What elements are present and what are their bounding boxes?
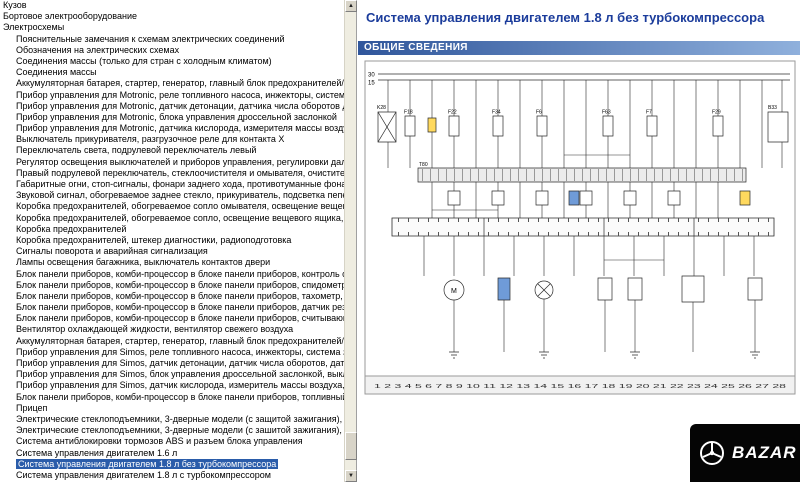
list-item[interactable]: Переключатель света, подрулевой переключ… <box>16 145 257 156</box>
list-item[interactable]: Соединения массы <box>16 67 97 78</box>
component-row <box>444 276 762 302</box>
bus-label-15: 15 <box>368 81 375 87</box>
scrollbar-thumb[interactable] <box>345 432 357 460</box>
component-box-b33 <box>768 112 788 142</box>
blue-connector-box <box>498 278 510 300</box>
wires-ground <box>454 299 755 352</box>
component-label: B33 <box>768 105 777 111</box>
motor-label: M <box>451 288 457 295</box>
list-item[interactable]: Выключатель прикуривателя, разгрузочное … <box>16 134 285 145</box>
list-item[interactable]: Соединения массы (только для стран с хол… <box>16 55 272 66</box>
list-item[interactable]: Прибор управления для Motronic, реле топ… <box>16 89 345 100</box>
blue-connector-box <box>569 191 579 205</box>
connector-label: T80 <box>419 162 428 168</box>
bus-lines <box>378 74 790 80</box>
list-item[interactable]: Прибор управления для Motronic, датчика … <box>16 123 345 134</box>
list-item[interactable]: Прибор управления для Motronic, блока уп… <box>16 111 337 122</box>
list-item[interactable]: Коробка предохранителей, штекер диагност… <box>16 234 292 245</box>
fuse-label: F6 <box>536 110 542 116</box>
list-item[interactable]: Бортовое электрооборудование <box>3 11 137 22</box>
contents-tree: Кузов Бортовое электрооборудование Элект… <box>0 0 345 482</box>
wiring-diagram-container: 30 15 F <box>364 60 796 400</box>
list-item[interactable]: Прибор управления для Motronic, датчик д… <box>16 100 345 111</box>
list-item[interactable]: Блок панели приборов, комби-процессор в … <box>16 313 345 324</box>
list-item[interactable]: Пояснительные замечания к схемам электри… <box>16 33 285 44</box>
list-item[interactable]: Блок панели приборов, комби-процессор в … <box>16 268 345 279</box>
list-item[interactable]: Блок панели приборов, комби-процессор в … <box>16 302 345 313</box>
list-item[interactable]: Коробка предохранителей, обогреваемое со… <box>16 212 345 223</box>
list-item[interactable]: Вентилятор охлаждающей жидкости, вентиля… <box>16 324 294 335</box>
fuse-label: F63 <box>602 110 611 116</box>
list-item[interactable]: Система антиблокировки тормозов ABS и ра… <box>16 436 303 447</box>
list-item[interactable]: Электросхемы <box>3 22 65 33</box>
bazar-logo-icon <box>697 438 727 468</box>
list-item[interactable]: Коробка предохранителей <box>16 223 127 234</box>
ecu-box <box>392 218 774 236</box>
relay-label: K28 <box>377 105 386 111</box>
list-item[interactable]: Кузов <box>3 0 27 10</box>
list-item[interactable]: Коробка предохранителей, обогреваемое со… <box>16 201 345 212</box>
yellow-component-box <box>740 191 750 205</box>
watermark-text: BAZAR <box>732 443 797 462</box>
relay-box-k28 <box>378 112 396 142</box>
list-item[interactable]: Правый подрулевой переключатель, стеклоо… <box>16 167 345 178</box>
list-item[interactable]: Система управления двигателем 1.6 л <box>16 447 178 458</box>
list-item[interactable]: Система управления двигателем 1.8 л с ту… <box>16 469 271 480</box>
fuse-label: F22 <box>448 110 457 116</box>
ground-symbols <box>449 352 760 358</box>
list-item[interactable]: Прибор управления для Simos, датчик дето… <box>16 358 345 368</box>
list-item[interactable]: Электрические стеклоподъемники, 3-дверны… <box>16 413 345 424</box>
list-item[interactable]: Обозначения на электрических схемах <box>16 44 180 55</box>
yellow-component-box <box>428 118 436 132</box>
scrollbar-down-button[interactable]: ▼ <box>345 470 357 482</box>
connector-strip <box>418 168 746 182</box>
list-item[interactable]: Блок панели приборов, комби-процессор в … <box>16 290 345 301</box>
fuse-labels: F18 F22 F34 F6 F63 F7 F29 <box>404 110 721 116</box>
list-item[interactable]: Электрические стеклоподъемники, 3-дверны… <box>16 425 345 436</box>
track-numbers: 1 2 3 4 5 6 7 8 9 10 11 12 13 14 15 16 1… <box>374 384 786 390</box>
list-item[interactable]: Прибор управления для Simos, реле топлив… <box>16 346 345 357</box>
tree-scrollbar[interactable]: ▲ ▼ <box>344 0 357 482</box>
fuse-label: F18 <box>404 110 413 116</box>
list-item[interactable]: Прибор управления для Simos, датчик кисл… <box>16 380 345 391</box>
list-item[interactable]: Прибор управления для Simos, блок управл… <box>16 369 345 380</box>
list-item[interactable]: Блок панели приборов, комби-процессор в … <box>16 391 345 402</box>
list-item[interactable]: Блок панели приборов, комби-процессор в … <box>16 279 345 290</box>
list-item[interactable]: Аккумуляторная батарея, стартер, генерат… <box>16 335 345 346</box>
fuse-label: F7 <box>646 110 652 116</box>
mid-component-row <box>448 191 750 205</box>
list-item[interactable]: Прицеп <box>16 402 48 413</box>
fuse-label: F34 <box>492 110 501 116</box>
page-title: Система управления двигателем 1.8 л без … <box>366 10 765 25</box>
content-panel: Система управления двигателем 1.8 л без … <box>358 0 800 482</box>
bus-label-30: 30 <box>368 73 375 79</box>
list-item[interactable]: Звуковой сигнал, обогреваемое заднее сте… <box>16 190 345 201</box>
list-item[interactable]: Лампы освещения багажника, выключатель к… <box>16 257 271 268</box>
wires-lower <box>424 236 754 276</box>
list-item-selected[interactable]: Система управления двигателем 1.8 л без … <box>16 458 279 469</box>
scrollbar-up-button[interactable]: ▲ <box>345 0 357 12</box>
list-item[interactable]: Габаритные огни, стоп-сигналы, фонари за… <box>16 179 345 189</box>
list-item[interactable]: Сигналы поворота и аварийная сигнализаци… <box>16 246 208 257</box>
list-item[interactable]: Регулятор освещения выключателей и прибо… <box>16 156 345 167</box>
section-header: ОБЩИЕ СВЕДЕНИЯ <box>358 41 800 55</box>
wiring-diagram: 30 15 F <box>364 60 796 400</box>
watermark-bazar: BAZAR <box>690 424 800 482</box>
contents-tree-panel: Кузов Бортовое электрооборудование Элект… <box>0 0 357 482</box>
list-item[interactable]: Аккумуляторная батарея, стартер, генерат… <box>16 78 345 89</box>
fuse-row <box>405 116 723 136</box>
fuse-label: F29 <box>712 110 721 116</box>
